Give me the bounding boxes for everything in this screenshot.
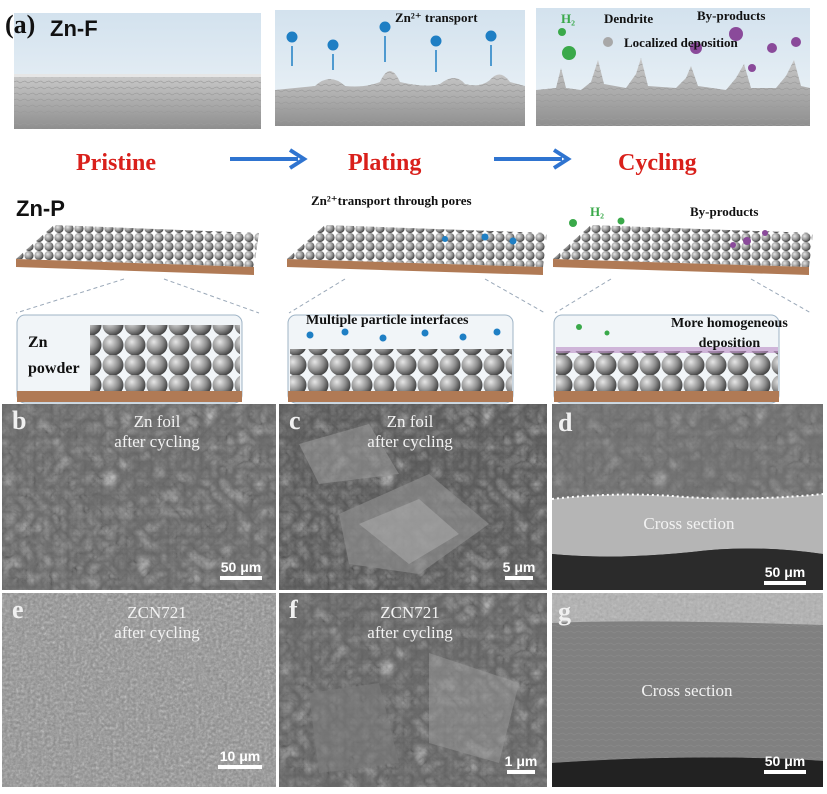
dendrite-label: Dendrite — [604, 11, 654, 26]
by-products-p-label: By-products — [690, 204, 759, 219]
zn-ion-group — [286, 21, 497, 72]
scale-bar-e: 10 μm — [212, 748, 268, 769]
scale-bar-b: 50 μm — [214, 559, 268, 580]
arrow-right-icon — [230, 148, 308, 170]
arrow-right-icon — [494, 148, 572, 170]
by-products-label: By-products — [697, 8, 766, 23]
zn-f-cycling-illustration — [536, 8, 810, 126]
panel-d-label: d — [558, 408, 573, 437]
panel-c-caption: Zn foil after cycling — [367, 412, 453, 451]
zn-f-plating-illustration — [275, 10, 525, 126]
panel-g-caption: Cross section — [641, 681, 733, 700]
homogeneous-label: More homogeneous deposition — [671, 316, 788, 351]
panel-d-caption: Cross section — [643, 514, 735, 533]
panel-b-caption: Zn foil after cycling — [114, 412, 200, 451]
zn-f-label: Zn-F — [50, 16, 98, 41]
zn-transport-label: Zn²⁺ transport — [395, 10, 478, 25]
h2-p-label: H₂ — [590, 204, 605, 219]
scale-bar-f: 1 μm — [501, 753, 541, 774]
panel-a-label: (a) — [5, 10, 36, 39]
panel-e-caption: ZCN721 after cycling — [114, 603, 200, 642]
panel-a: (a) Zn-F Zn²⁺ transport H₂ Dendrite By-p… — [5, 8, 813, 404]
multiple-interfaces-label: Multiple particle interfaces — [306, 313, 469, 328]
pores-transport-label: Zn²⁺transport through pores — [311, 193, 472, 208]
sem-panel-b: b Zn foil after cycling 50 μm — [2, 404, 276, 590]
zn-p-pristine-illustration — [15, 225, 260, 404]
panel-f-caption: ZCN721 after cycling — [367, 603, 453, 642]
sem-panel-g: g Cross section 50 μm — [552, 593, 823, 787]
scale-bar-d: 50 μm — [758, 564, 812, 585]
localized-deposition-label: Localized deposition — [624, 35, 738, 50]
zn-f-pristine-illustration — [14, 13, 261, 129]
zn-p-cycling-illustration — [553, 217, 813, 404]
panel-f-label: f — [289, 595, 298, 624]
scale-bar-g: 50 μm — [758, 753, 812, 774]
sem-panel-e: e ZCN721 after cycling 10 μm — [2, 593, 276, 787]
panel-b-label: b — [12, 406, 27, 435]
zn-powder-label: Zn powder — [28, 334, 80, 377]
stage-plating: Plating — [348, 150, 422, 176]
scale-bar-c: 5 μm — [499, 559, 539, 580]
stage-cycling: Cycling — [618, 150, 697, 176]
zn-p-label: Zn-P — [16, 196, 65, 221]
h2-label: H₂ — [561, 11, 576, 26]
panel-g-label: g — [558, 597, 571, 626]
sem-panel-f: f ZCN721 after cycling 1 μm — [279, 593, 547, 787]
zn-p-plating-illustration — [287, 225, 547, 404]
sem-panel-c: c Zn foil after cycling 5 μm — [279, 404, 547, 590]
panel-e-label: e — [12, 595, 24, 624]
sem-panel-d: d Cross section 50 μm — [552, 404, 823, 590]
stage-pristine: Pristine — [76, 150, 156, 176]
panel-c-label: c — [289, 406, 301, 435]
